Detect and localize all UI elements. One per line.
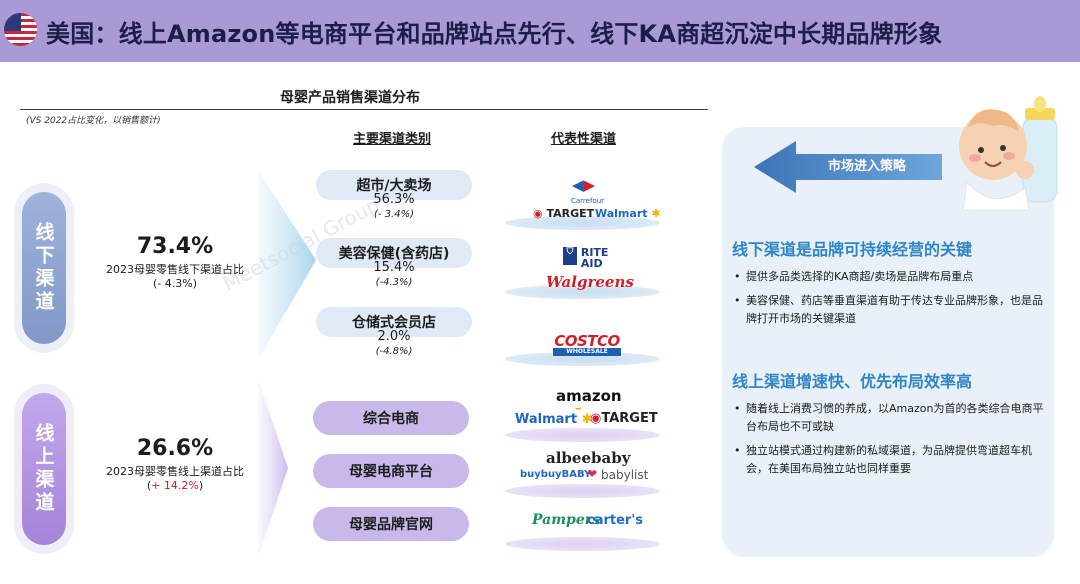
chart-title: 母婴产品销售渠道分布 <box>280 90 420 106</box>
online-strategy-title: 线上渠道增速快、优先布局效率高 <box>732 372 973 391</box>
babylist-heart-icon: ❤ <box>587 467 598 481</box>
carters-logo: carter's <box>587 513 644 528</box>
channel-brand-website: 母婴品牌官网 <box>313 507 469 541</box>
amazon-logo: amazon <box>556 387 622 405</box>
offline-strategy-bullet: 美容保健、药店等垂直渠道有助于传达专业品牌形象，也是品牌打开市场的关键渠道 <box>734 292 1044 328</box>
buybuybaby-logo: buybuyBABY <box>520 469 592 480</box>
channel-warehouse-club-change: (-4.8%) <box>375 346 413 357</box>
costco-logo: COSTCO <box>554 332 620 350</box>
pampers-logo: Pampers <box>532 512 600 528</box>
baby-bottle-illustration <box>959 96 1058 211</box>
online-change: (+ 14.2%) <box>146 479 204 492</box>
channel-maternal-ecommerce: 母婴电商平台 <box>313 454 469 488</box>
target-logo: ◉TARGET <box>590 411 658 426</box>
walgreens-logo: Walgreens <box>546 273 634 291</box>
online-strategy-bullet: 随着线上消费习惯的养成，以Amazon为首的各类综合电商平台布局也不可或缺 <box>734 400 1044 436</box>
walmart-logo: Walmart ✱ <box>515 412 593 427</box>
channel-supermarket-change: (- 3.4%) <box>374 209 414 220</box>
online-share-block: 26.6% 2023母婴零售线上渠道占比 (+ 14.2%) <box>70 436 280 492</box>
logo-base <box>505 352 660 366</box>
logo-base <box>505 537 660 551</box>
walmart-logo: Walmart ✱ <box>595 207 661 220</box>
albeebaby-logo: albeebaby <box>546 449 631 467</box>
title-divider <box>20 109 708 110</box>
offline-caption: 2023母婴零售线下渠道占比 <box>106 263 244 276</box>
online-strategy-bullet: 独立站模式通过构建新的私域渠道，为品牌提供弯道超车机会，在美国布局独立站也同样重… <box>734 442 1044 478</box>
offline-strategy-bullet: 提供多品类选择的KA商超/卖场是品牌布局重点 <box>734 268 1044 286</box>
offline-share: 73.4% <box>136 234 214 259</box>
page-title: 美国：线上Amazon等电商平台和品牌站点先行、线下KA商超沉淀中长期品牌形象 <box>46 20 943 48</box>
logo-base <box>505 428 660 442</box>
amazon-smile-icon: ⌣ <box>575 403 582 414</box>
channel-beauty-pharmacy: 美容保健(含药店) <box>316 238 472 268</box>
online-share: 26.6% <box>136 436 214 461</box>
channel-supermarket-share: 56.3% <box>373 192 415 207</box>
offline-strategy-title: 线下渠道是品牌可持续经营的关键 <box>732 240 973 259</box>
offline-label: 线下渠道 <box>22 192 66 344</box>
column-header-channel-type: 主要渠道类别 <box>353 132 432 147</box>
channel-warehouse-club-share: 2.0% <box>377 329 411 344</box>
channel-general-ecommerce: 综合电商 <box>313 401 469 435</box>
logo-base <box>505 484 660 498</box>
offline-share-block: 73.4% 2023母婴零售线下渠道占比 (- 4.3%) <box>70 234 280 290</box>
market-entry-label: 市场进入策略 <box>827 159 906 174</box>
online-caption: 2023母婴零售线上渠道占比 <box>106 465 244 478</box>
column-header-representative: 代表性渠道 <box>551 132 617 147</box>
channel-warehouse-club: 仓储式会员店 <box>316 307 472 337</box>
us-flag-icon <box>4 13 37 46</box>
logo-base <box>505 285 660 299</box>
channel-beauty-pharmacy-share: 15.4% <box>373 260 415 275</box>
market-entry-arrow-icon <box>754 141 942 193</box>
online-funnel <box>258 378 288 558</box>
channel-supermarket: 超市/大卖场 <box>316 170 472 200</box>
target-logo: ◉ TARGET <box>533 207 595 220</box>
online-label: 线上渠道 <box>22 393 66 545</box>
carrefour-icon: ◀▶ <box>572 176 596 194</box>
offline-change: (- 4.3%) <box>153 277 197 290</box>
change-note: (VS 2022占比变化，以销售额计) <box>26 116 161 126</box>
babylist-logo: babylist <box>601 468 649 482</box>
costco-wholesale-label: WHOLESALE <box>553 348 621 356</box>
header-bar: 美国：线上Amazon等电商平台和品牌站点先行、线下KA商超沉淀中长期品牌形象 <box>0 0 1080 62</box>
carrefour-logo: Carrefour <box>571 197 605 205</box>
offline-funnel <box>258 170 316 360</box>
logo-base <box>505 216 660 230</box>
channel-beauty-pharmacy-change: (-4.3%) <box>375 277 413 288</box>
